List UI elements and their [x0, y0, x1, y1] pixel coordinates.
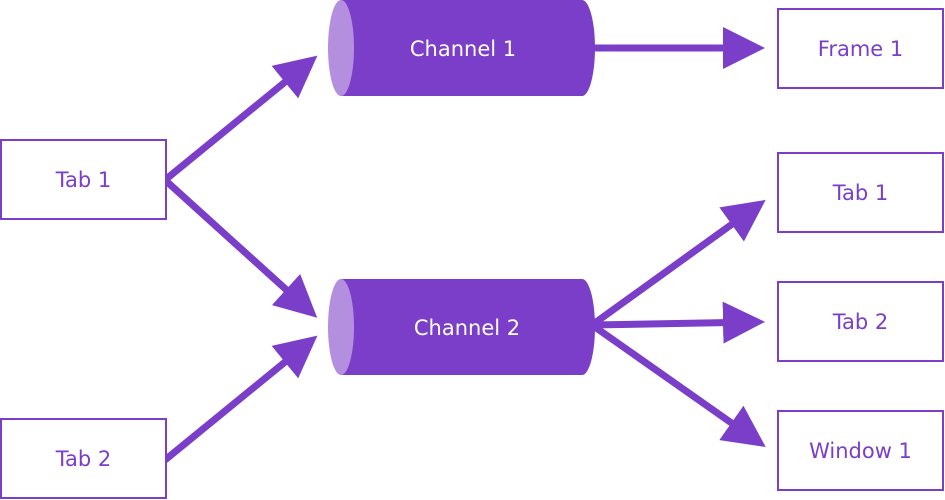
channel-2-cap	[328, 279, 354, 375]
source-tab-2-box	[0, 418, 167, 499]
source-tab-1-label: Tab 1	[55, 168, 112, 192]
channel-2-label: Channel 2	[414, 316, 520, 340]
arrow-channel2-to-tab1	[589, 199, 766, 328]
arrow-tab2-to-channel2	[162, 335, 318, 463]
arrows	[162, 27, 766, 463]
target-window-1: Window 1	[777, 410, 944, 491]
arrow-tab1-to-channel1	[162, 55, 318, 183]
target-frame-1-box	[777, 8, 944, 89]
source-tab-2: Tab 2	[0, 418, 167, 499]
target-tab-1: Tab 1	[777, 152, 944, 233]
source-tab-2-label: Tab 2	[55, 447, 112, 471]
target-tab-1-label: Tab 1	[832, 181, 889, 205]
target-tab-2: Tab 2	[777, 281, 944, 362]
channel-1-cap	[328, 0, 354, 96]
target-tab-2-box	[777, 281, 944, 362]
source-tab-1-box	[0, 139, 167, 220]
channel-1-cylinder: Channel 1	[328, 0, 595, 96]
target-window-1-box	[777, 410, 944, 491]
arrow-tab1-to-channel2	[162, 177, 318, 318]
target-frame-1-label: Frame 1	[818, 37, 903, 61]
target-frame-1: Frame 1	[777, 8, 944, 89]
channel-1-body	[341, 0, 595, 96]
channel-2-cylinder: Channel 2	[328, 279, 595, 375]
source-tab-1: Tab 1	[0, 139, 167, 220]
target-tab-1-box	[777, 152, 944, 233]
channel-1-label: Channel 1	[410, 37, 516, 61]
target-tab-2-label: Tab 2	[832, 310, 889, 334]
target-window-1-label: Window 1	[809, 439, 912, 463]
arrow-channel2-to-window1	[589, 322, 766, 448]
arrow-channel2-to-tab2	[591, 301, 765, 344]
channel-2-body	[341, 279, 595, 375]
